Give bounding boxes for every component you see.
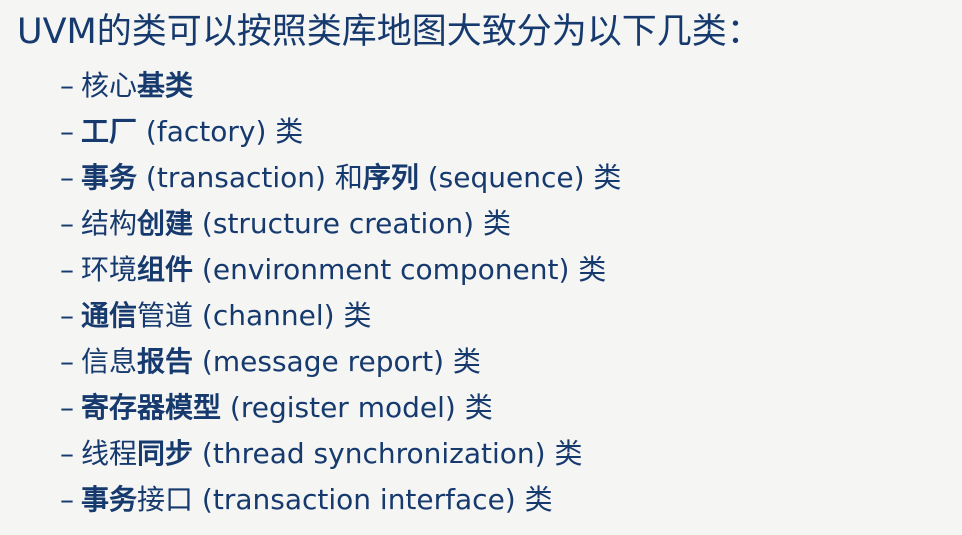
list-item-text-segment: 核心 [81, 68, 138, 102]
list-item-text: 结构创建 (structure creation) 类 [81, 207, 511, 240]
list-item-text: 事务接口 (transaction interface) 类 [81, 483, 553, 516]
list-item: –信息报告 (message report) 类 [60, 339, 962, 385]
list-item-text-segment: (environment component) 类 [193, 252, 607, 286]
bullet-dash-icon: – [60, 298, 74, 332]
list-item-text: 核心基类 [81, 69, 193, 102]
list-item-text-segment: 组件 [137, 252, 194, 286]
list-item: –通信管道 (channel) 类 [60, 293, 962, 339]
bullet-dash-icon: – [60, 390, 74, 424]
list-item-text-segment: 接口 (transaction interface) 类 [137, 482, 553, 516]
list-item-text-segment: (structure creation) 类 [193, 206, 511, 240]
list-item: –线程同步 (thread synchronization) 类 [60, 431, 962, 477]
bullet-dash-icon: – [60, 206, 74, 240]
list-item-text-segment: 通信 [81, 298, 138, 332]
list-item: –结构创建 (structure creation) 类 [60, 201, 962, 247]
list-item-text-segment: 报告 [137, 344, 194, 378]
list-item-text-segment: 寄存器模型 [81, 390, 222, 424]
list-item-text-segment: 工厂 [81, 114, 138, 148]
list-item-text-segment: (register model) 类 [221, 390, 493, 424]
list-item: –寄存器模型 (register model) 类 [60, 385, 962, 431]
list-item: –环境组件 (environment component) 类 [60, 247, 962, 293]
list-item-text: 通信管道 (channel) 类 [81, 299, 371, 332]
bullet-dash-icon: – [60, 252, 74, 286]
list-item-text-segment: (message report) 类 [193, 344, 481, 378]
list-item-text: 事务 (transaction) 和序列 (sequence) 类 [81, 161, 621, 194]
slide-title: UVM的类可以按照类库地图大致分为以下几类： [17, 12, 762, 52]
list-item-text-segment: (thread synchronization) 类 [193, 436, 583, 470]
bullet-list: –核心基类 –工厂 (factory) 类 –事务 (transaction) … [0, 63, 962, 523]
list-item-text-segment: 基类 [137, 68, 194, 102]
list-item-text: 环境组件 (environment component) 类 [81, 253, 606, 286]
bullet-dash-icon: – [60, 436, 74, 470]
list-item-text-segment: (transaction) 和 [137, 160, 363, 194]
list-item-text: 工厂 (factory) 类 [81, 115, 303, 148]
list-item-text-segment: 同步 [137, 436, 194, 470]
list-item: –事务 (transaction) 和序列 (sequence) 类 [60, 155, 962, 201]
bullet-dash-icon: – [60, 160, 74, 194]
list-item-text-segment: 信息 [81, 344, 138, 378]
list-item-text-segment: 线程 [81, 436, 138, 470]
bullet-dash-icon: – [60, 344, 74, 378]
list-item-text-segment: (sequence) 类 [418, 160, 622, 194]
bullet-dash-icon: – [60, 68, 74, 102]
list-item-text-segment: 结构 [81, 206, 138, 240]
list-item-text: 寄存器模型 (register model) 类 [81, 391, 493, 424]
list-item-text-segment: 事务 [81, 160, 138, 194]
list-item: –核心基类 [60, 63, 962, 109]
list-item-text: 信息报告 (message report) 类 [81, 345, 481, 378]
list-item-text-segment: 创建 [137, 206, 194, 240]
list-item-text-segment: 环境 [81, 252, 138, 286]
bullet-dash-icon: – [60, 482, 74, 516]
list-item-text-segment: 事务 [81, 482, 138, 516]
list-item: –事务接口 (transaction interface) 类 [60, 477, 962, 523]
list-item-text-segment: 管道 (channel) 类 [137, 298, 372, 332]
bullet-dash-icon: – [60, 114, 74, 148]
list-item: –工厂 (factory) 类 [60, 109, 962, 155]
list-item-text-segment: (factory) 类 [137, 114, 304, 148]
list-item-text: 线程同步 (thread synchronization) 类 [81, 437, 582, 470]
list-item-text-segment: 序列 [362, 160, 419, 194]
